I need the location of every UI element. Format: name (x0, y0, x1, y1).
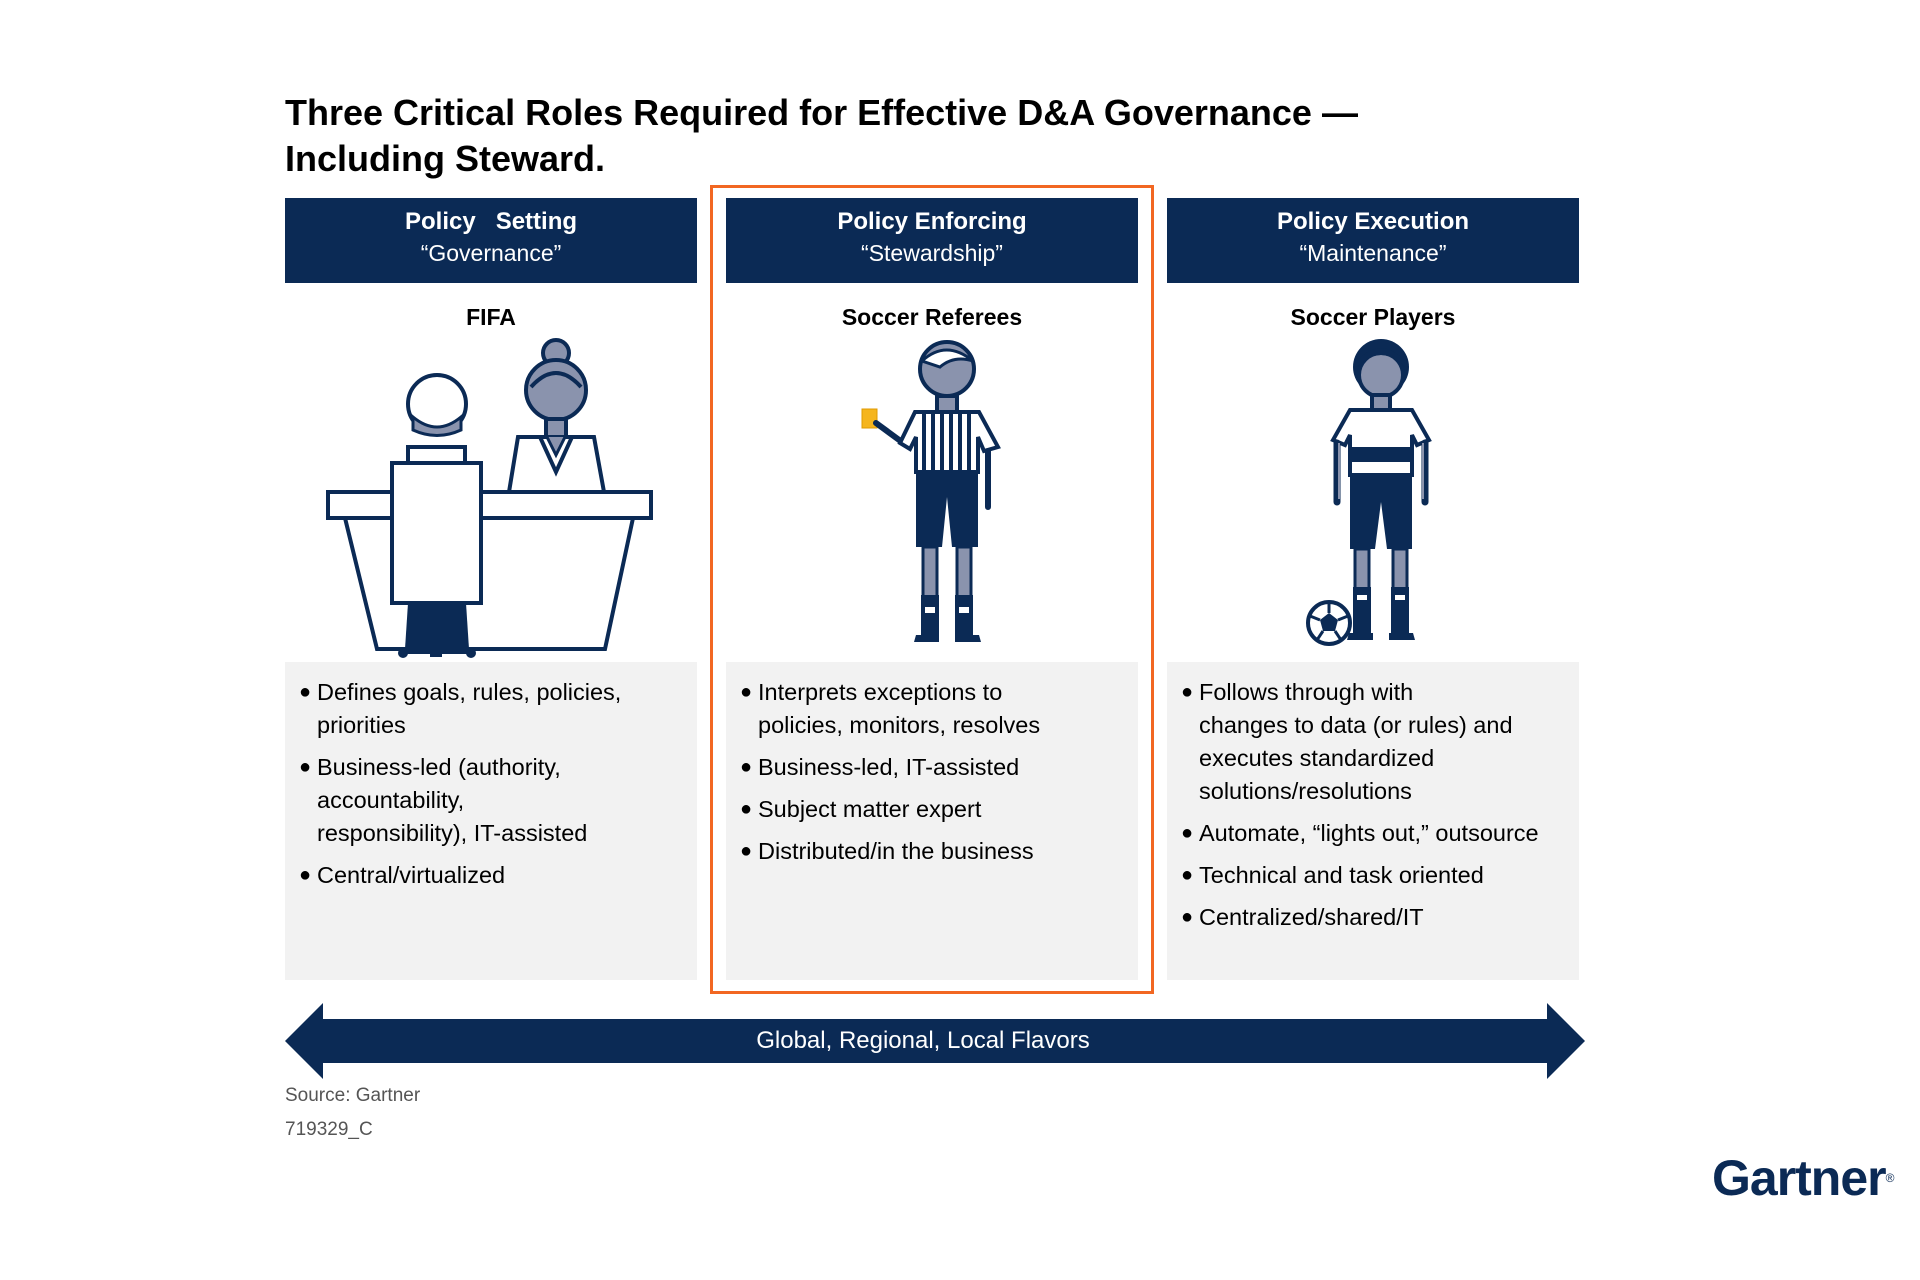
list-item: ●Business-led (authority, accountability… (299, 754, 588, 846)
title-line-2: Including Steward. (285, 138, 606, 179)
column-label: FIFA (466, 304, 516, 330)
column-header-subtitle: “Governance” (420, 239, 562, 266)
list-item: ●Centralized/shared/IT (1181, 904, 1424, 930)
list-item: ●Distributed/in the business (740, 838, 1034, 864)
arrow-label: Global, Regional, Local Flavors (756, 1027, 1090, 1054)
column-header-title: Policy Enforcing (837, 207, 1027, 235)
list-item: ●Technical and task oriented (1181, 862, 1484, 888)
scope-double-arrow: Global, Regional, Local Flavors (285, 1003, 1585, 1079)
column-header-subtitle: “Maintenance” (1299, 239, 1447, 266)
page-title: Three Critical Roles Required for Effect… (285, 90, 1485, 182)
soccer-player-ball-icon (1167, 337, 1579, 662)
referee-yellow-card-icon (726, 337, 1138, 662)
column-policy-enforcing: Policy Enforcing “Stewardship” Soccer Re… (726, 198, 1138, 980)
document-id: 719329_C (285, 1119, 373, 1140)
double-arrow-icon (285, 1003, 1585, 1079)
list-item: ●Follows through with changes to data (o… (1181, 679, 1513, 804)
list-item: ●Defines goals, rules, policies, priorit… (299, 679, 622, 738)
column-label: Soccer Referees (841, 304, 1023, 330)
column-bullets: ●Defines goals, rules, policies, priorit… (285, 662, 697, 980)
gartner-logo: Gartner® (1712, 1150, 1895, 1206)
title-line-1: Three Critical Roles Required for Effect… (285, 92, 1358, 133)
column-header: Policy Setting “Governance” (285, 198, 697, 283)
column-header-subtitle: “Stewardship” (861, 239, 1003, 266)
list-item: ●Business-led, IT-assisted (740, 754, 1020, 780)
column-bullets: ●Interprets exceptions to policies, moni… (726, 662, 1138, 980)
list-item: ●Interprets exceptions to policies, moni… (740, 679, 1041, 738)
column-policy-execution: Policy Execution “Maintenance” Soccer Pl… (1167, 198, 1579, 980)
column-header: Policy Execution “Maintenance” (1167, 198, 1579, 283)
officials-at-desk-icon (285, 337, 697, 662)
list-item: ●Automate, “lights out,” outsource (1181, 820, 1539, 846)
column-policy-setting: Policy Setting “Governance” FIFA (285, 198, 697, 980)
list-item: ●Subject matter expert (740, 796, 982, 822)
column-header: Policy Enforcing “Stewardship” (726, 198, 1138, 283)
list-item: ●Central/virtualized (299, 862, 506, 888)
stewardship-highlight-frame (710, 185, 1154, 994)
source-note: Source: Gartner (285, 1085, 421, 1106)
logo-text: Gartner (1712, 1150, 1887, 1206)
column-label: Soccer Players (1290, 304, 1456, 330)
column-header-title: Policy Setting (404, 207, 578, 235)
column-bullets: ●Follows through with changes to data (o… (1167, 662, 1579, 980)
column-header-title: Policy Execution (1276, 207, 1470, 235)
